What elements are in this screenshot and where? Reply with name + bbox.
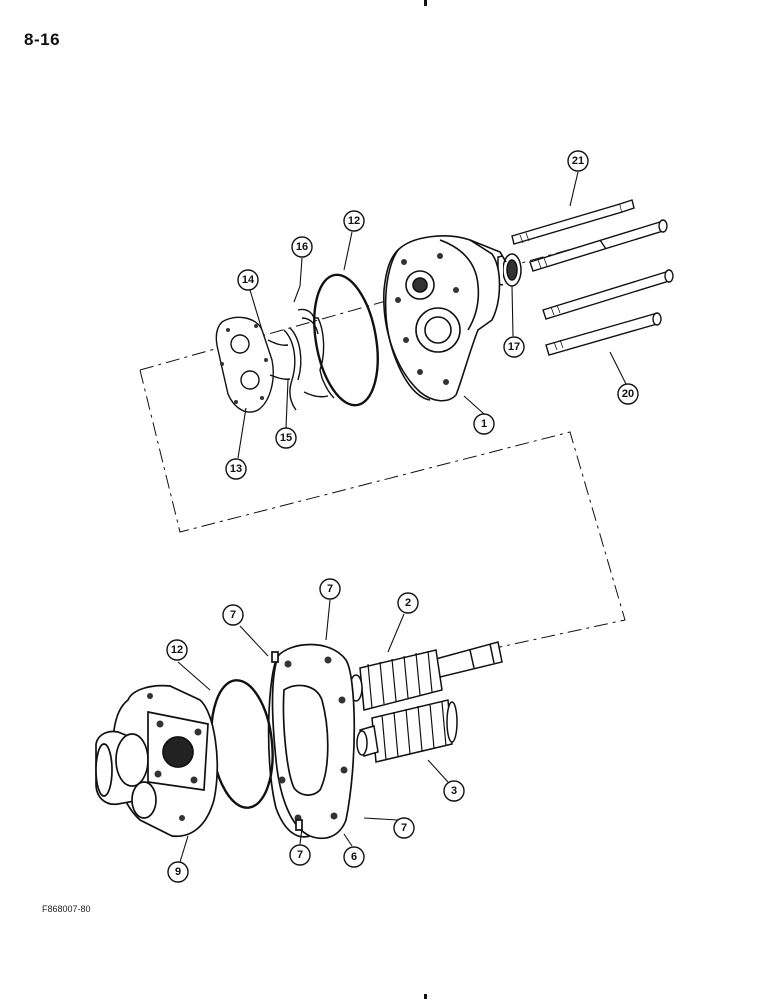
svg-text:16: 16 — [296, 241, 308, 253]
callout-7-left: 7 — [222, 604, 244, 626]
svg-text:21: 21 — [572, 155, 584, 167]
svg-text:3: 3 — [451, 785, 457, 797]
callout-14: 14 — [237, 269, 259, 291]
callout-21: 21 — [567, 150, 589, 172]
tie-bolt-4 — [545, 312, 662, 356]
callout-20: 20 — [617, 383, 639, 405]
pump-body — [383, 235, 507, 402]
scan-mark-bottom — [424, 994, 427, 999]
svg-text:7: 7 — [297, 849, 303, 861]
gear-housing — [267, 643, 356, 840]
svg-text:7: 7 — [401, 822, 407, 834]
callout-9: 9 — [167, 861, 189, 883]
svg-text:15: 15 — [280, 432, 292, 444]
wear-plate — [215, 316, 274, 413]
leader-lines — [177, 171, 627, 863]
callout-1: 1 — [473, 413, 495, 435]
callout-7-bottom: 7 — [289, 844, 311, 866]
shaft-seal — [497, 253, 522, 287]
seal-pieces — [267, 327, 302, 411]
callout-12-bottom: 12 — [166, 639, 188, 661]
svg-text:7: 7 — [327, 583, 333, 595]
page-number: 8-16 — [24, 30, 61, 49]
svg-text:12: 12 — [171, 644, 183, 656]
driven-gear — [356, 699, 458, 763]
callout-2: 2 — [397, 592, 419, 614]
tie-bolt-3 — [542, 269, 674, 320]
callout-13: 13 — [225, 458, 247, 480]
front-cover — [95, 684, 219, 838]
svg-text:17: 17 — [508, 341, 520, 353]
backup-gasket — [297, 308, 335, 399]
tie-bolt-1 — [511, 199, 635, 245]
svg-text:1: 1 — [481, 418, 487, 430]
callout-16: 16 — [291, 236, 313, 258]
svg-text:13: 13 — [230, 463, 242, 475]
svg-text:20: 20 — [622, 388, 634, 400]
tie-bolts — [511, 199, 674, 356]
center-lines — [139, 247, 626, 676]
svg-text:9: 9 — [175, 866, 181, 878]
svg-text:12: 12 — [348, 215, 360, 227]
scan-mark-top — [424, 0, 427, 6]
tie-bolt-2 — [529, 219, 668, 272]
callout-6: 6 — [343, 846, 365, 868]
svg-text:14: 14 — [242, 274, 255, 286]
callout-12-top: 12 — [343, 210, 365, 232]
o-ring-top — [313, 273, 379, 407]
callout-15: 15 — [275, 427, 297, 449]
callout-3: 3 — [443, 780, 465, 802]
svg-text:7: 7 — [230, 609, 236, 621]
svg-text:2: 2 — [405, 597, 411, 609]
drive-gear — [349, 641, 503, 711]
figure-code: F868007-80 — [42, 904, 91, 914]
callout-7-top: 7 — [319, 578, 341, 600]
callout-17: 17 — [503, 336, 525, 358]
svg-text:6: 6 — [351, 851, 357, 863]
callout-7-right: 7 — [393, 817, 415, 839]
